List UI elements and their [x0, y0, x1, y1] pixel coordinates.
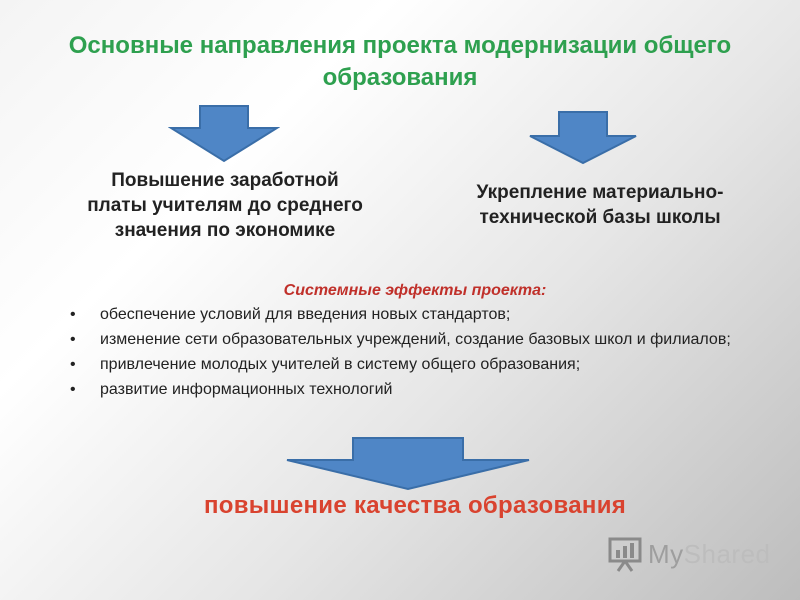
direction-salary: Повышение заработной платы учителям до с…	[87, 170, 363, 241]
arrow-down-left-icon	[168, 105, 280, 163]
slide-title: Основные направления проекта модернизаци…	[68, 32, 732, 91]
effects-list: обеспечение условий для введения новых с…	[70, 304, 762, 404]
list-item: изменение сети образовательных учреждени…	[70, 329, 762, 351]
myshared-logo: MyShared	[608, 536, 771, 572]
arrow-down-right-icon	[529, 111, 637, 165]
direction-infrastructure: Укрепление материально-технической базы …	[476, 182, 724, 228]
list-item: привлечение молодых учителей в систему о…	[70, 354, 762, 376]
effects-heading: Системные эффекты проекта:	[283, 282, 547, 299]
logo-text: MyShared	[648, 538, 771, 569]
list-item: развитие информационных технологий	[70, 379, 762, 401]
arrow-down-wide-icon	[286, 437, 530, 491]
list-item: обеспечение условий для введения новых с…	[70, 304, 762, 326]
presentation-board-icon	[608, 537, 642, 572]
result-text: повышение качества образования	[203, 492, 627, 519]
